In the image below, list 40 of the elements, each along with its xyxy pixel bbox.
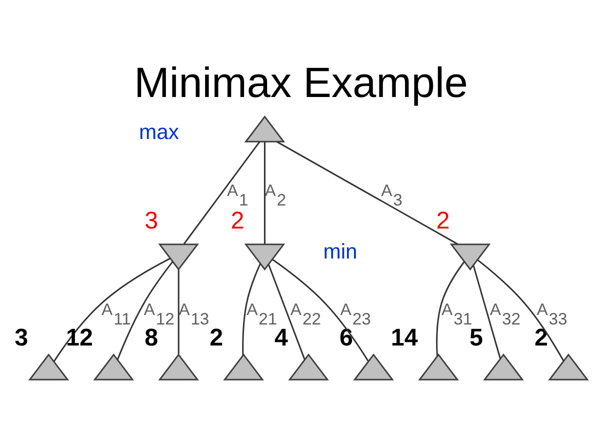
connector — [116, 260, 174, 360]
node-label: 2 — [436, 206, 450, 234]
diagram-title: Minimax Example — [134, 58, 468, 106]
node-triangle — [450, 243, 491, 270]
node-label: 12 — [66, 324, 93, 351]
node-label: 2 — [534, 324, 548, 351]
connector — [264, 141, 266, 244]
connector — [272, 258, 369, 361]
node-label: 2 — [230, 206, 244, 234]
node-triangle — [244, 243, 286, 270]
connector — [242, 262, 261, 355]
node-label: 3 — [14, 324, 28, 351]
node-triangle — [244, 114, 286, 142]
node-label: 5 — [469, 324, 483, 351]
node-triangle — [158, 243, 200, 270]
connector — [178, 268, 180, 354]
node-label: 4 — [274, 324, 288, 351]
node-triangle — [288, 352, 329, 380]
label: min — [323, 240, 358, 263]
connector — [436, 261, 465, 356]
node-triangle — [93, 352, 134, 380]
node-triangle — [28, 352, 70, 380]
node-triangle — [353, 352, 394, 380]
connector — [183, 140, 260, 244]
connector — [268, 264, 306, 360]
connector — [276, 140, 458, 244]
node-triangle — [418, 352, 459, 380]
node-label: 3 — [144, 206, 158, 234]
node-label: 14 — [390, 324, 418, 351]
node-label: 8 — [144, 324, 158, 351]
node-triangle — [483, 352, 524, 380]
node-triangle — [548, 352, 589, 380]
node-label: 6 — [340, 324, 353, 351]
node-triangle — [223, 352, 264, 380]
node-triangle — [158, 352, 200, 380]
connector — [472, 264, 501, 358]
connector — [477, 258, 564, 361]
node-label: 2 — [210, 324, 224, 351]
label: max — [138, 120, 179, 144]
connector — [53, 257, 170, 362]
